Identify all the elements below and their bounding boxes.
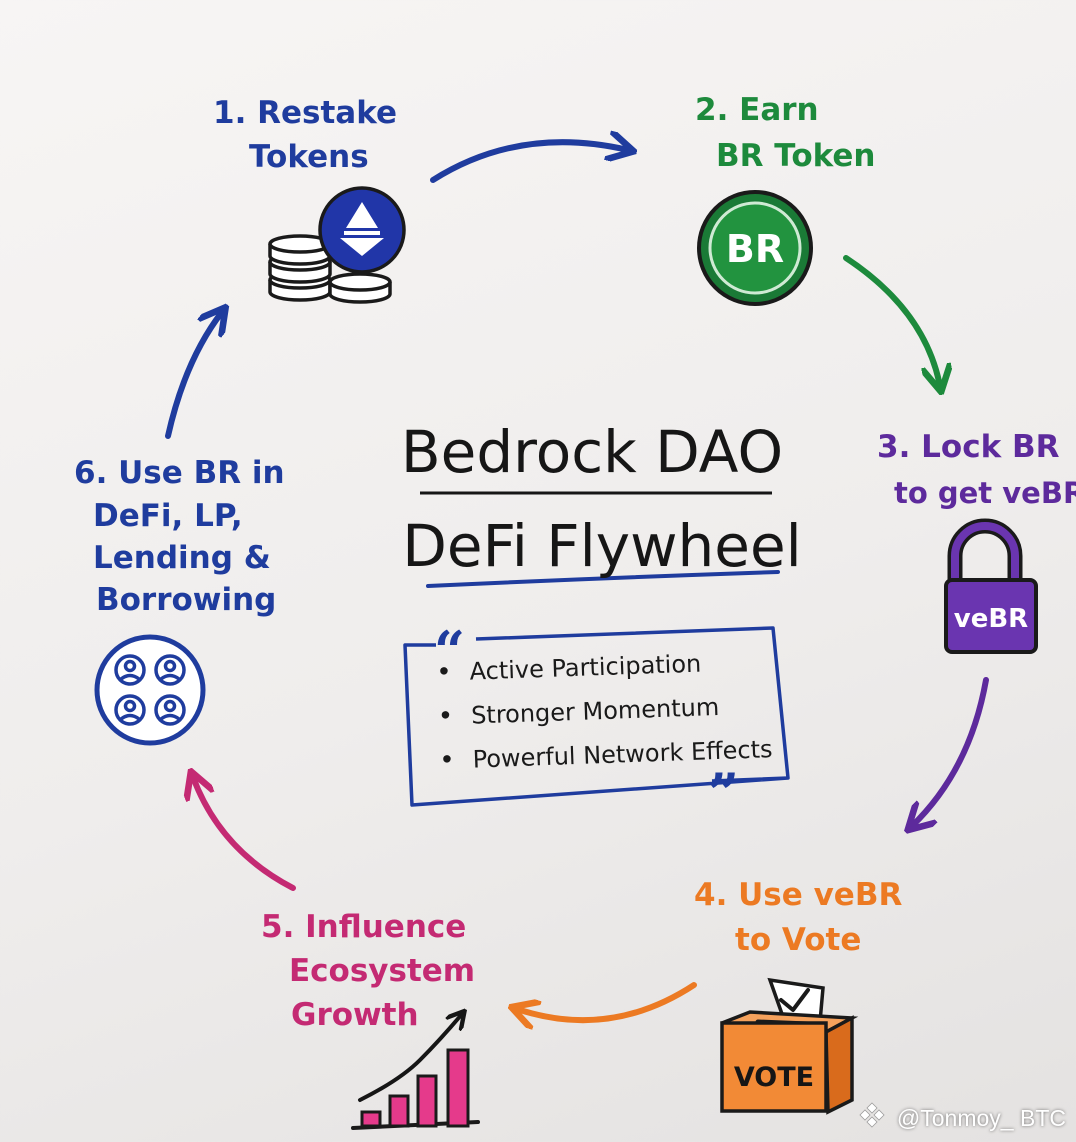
title-underline-2 — [426, 570, 780, 588]
growth-chart-icon — [351, 1014, 480, 1130]
arrow-6-to-1 — [165, 312, 222, 439]
arrow-2-to-3 — [843, 255, 940, 386]
ballot-box-label: VOTE — [734, 1062, 814, 1093]
quote-box-frame — [403, 626, 790, 807]
padlock-label: veBR — [954, 604, 1028, 634]
step-6-label-line-4: Borrowing — [96, 582, 277, 618]
step-6-label-line-1: 6. Use BR in — [74, 455, 285, 491]
benefit-item: Powerful Network Effects — [439, 734, 773, 775]
br-token-label: BR — [726, 227, 784, 271]
watermark-logo-icon — [859, 1102, 885, 1128]
community-icon — [94, 634, 206, 746]
step-3-label-line-2: to get veBR — [894, 476, 1076, 510]
diagram-title-line-2: DeFi Flywheel — [402, 512, 802, 580]
arrow-4-to-5 — [517, 982, 697, 1020]
step-4-label-line-1: 4. Use veBR — [694, 877, 903, 913]
arrow-1-to-2 — [430, 142, 628, 183]
step-5-label-line-2: Ecosystem — [289, 953, 476, 989]
step-2-label-line-1: 2. Earn — [695, 92, 819, 128]
step-1-label-line-2: Tokens — [249, 139, 369, 175]
step-5-label-line-3: Growth — [291, 997, 419, 1033]
diagram-title-line-1: Bedrock DAO — [400, 418, 784, 486]
step-5-label-line-1: 5. Influence — [261, 909, 467, 945]
coin-stack-icon — [268, 186, 406, 304]
step-6-label-line-3: Lending & — [93, 540, 271, 576]
close-quote-mark: ” — [708, 761, 740, 825]
step-3-label-line-1: 3. Lock BR — [877, 429, 1060, 465]
step-1-label-line-1: 1. Restake — [213, 95, 398, 131]
step-2-label-line-2: BR Token — [716, 138, 876, 174]
step-4-label-line-2: to Vote — [735, 922, 862, 958]
br-token-icon: BR — [697, 190, 813, 306]
arrow-5-to-6 — [193, 777, 296, 891]
benefits-list: Active Participation Stronger Momentum P… — [436, 646, 773, 789]
benefit-item: Stronger Momentum — [437, 690, 768, 731]
arrow-3-to-4 — [912, 677, 989, 826]
padlock-icon: veBR — [944, 518, 1038, 654]
watermark-text: @Tonmoy_ BTC — [896, 1105, 1066, 1131]
ballot-box-icon: VOTE — [720, 977, 859, 1115]
step-6-label-line-2: DeFi, LP, — [93, 498, 243, 534]
